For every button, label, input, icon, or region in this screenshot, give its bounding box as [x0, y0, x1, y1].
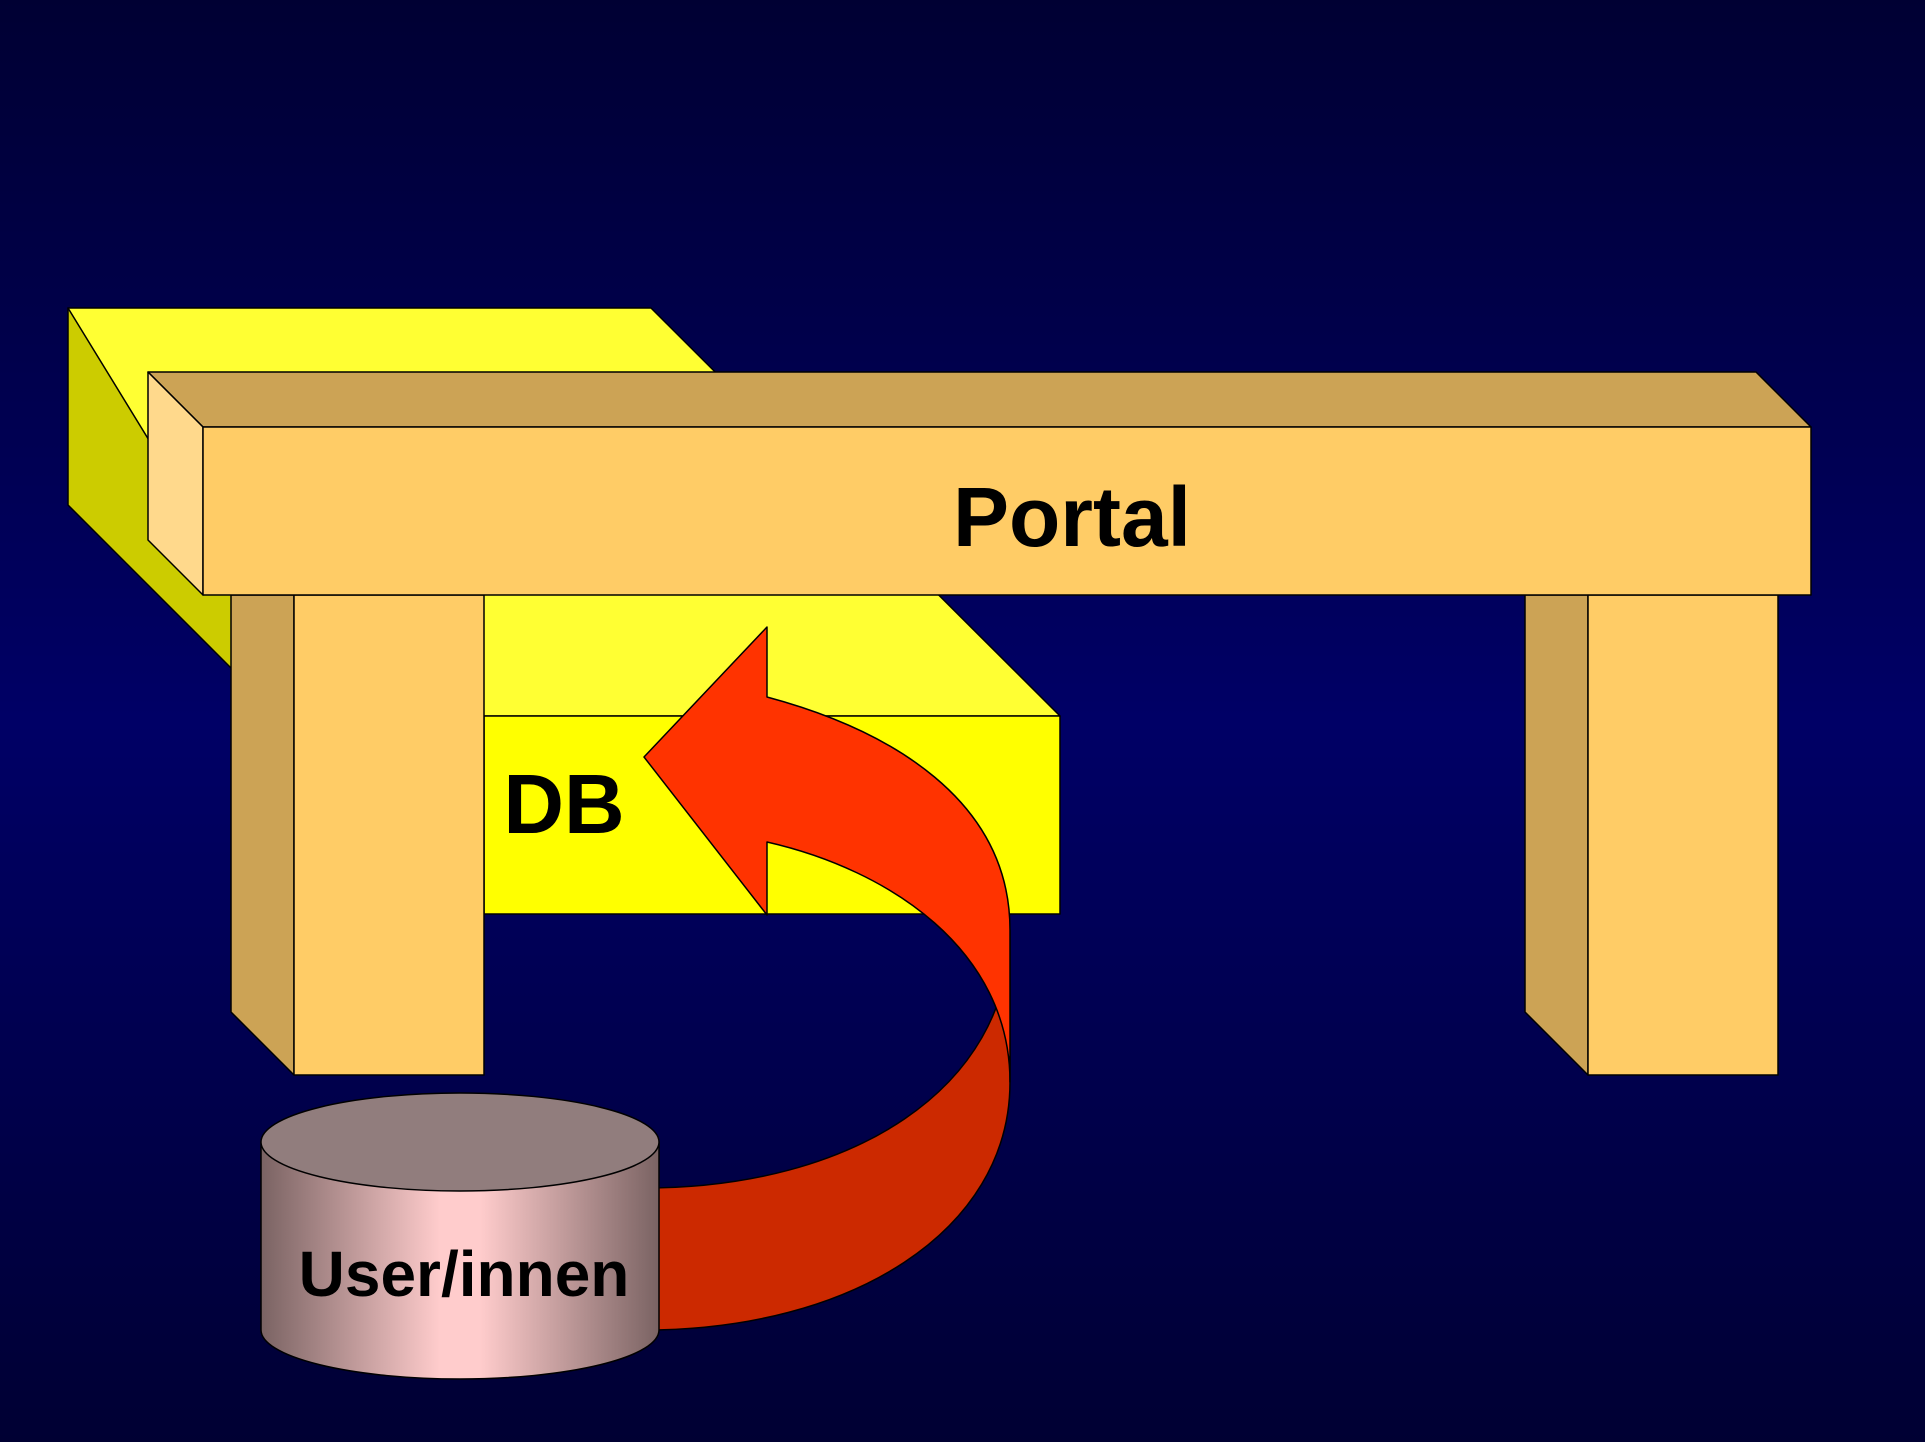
curved-arrow-icon [643, 626, 1011, 1331]
cylinder-database-icon [260, 1092, 660, 1380]
db-label: DB [503, 757, 624, 851]
portal-label: Portal [953, 470, 1191, 564]
portal-left-leg-front [293, 594, 485, 1076]
arrow-head-and-shaft [643, 626, 1011, 1083]
portal-beam [147, 371, 1812, 596]
cylinder-body [260, 1141, 660, 1380]
portal-beam-front [202, 426, 1812, 596]
cylinder-top [260, 1092, 660, 1192]
users-label: User/innen [299, 1238, 630, 1310]
portal-beam-top [147, 371, 1812, 428]
portal-left-leg-side [230, 594, 295, 1076]
portal-right-leg-side [1524, 594, 1589, 1076]
portal-right-leg [1524, 594, 1779, 1076]
portal-right-leg-front [1587, 594, 1779, 1076]
portal-left-leg [230, 594, 485, 1076]
